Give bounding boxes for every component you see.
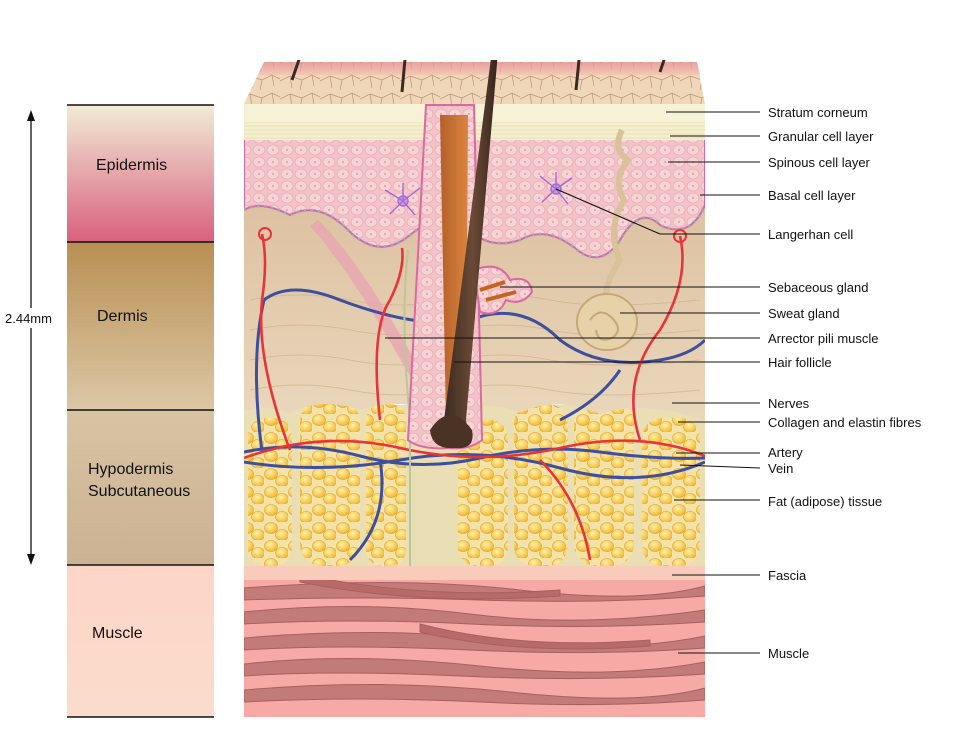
label-sweat-gland: Sweat gland — [768, 306, 840, 321]
band-dividers — [67, 104, 214, 718]
callout-labels: Stratum corneum Granular cell layer Spin… — [768, 105, 922, 661]
layer-legend: Epidermis Dermis Hypodermis Subcutaneous… — [67, 104, 214, 718]
epidermis-label: Epidermis — [96, 157, 167, 174]
dermis-band — [67, 242, 214, 410]
dermis-label: Dermis — [97, 308, 148, 325]
scale-bar: 2.44mm — [2, 110, 60, 565]
langerhans-cells — [384, 172, 573, 216]
scale-arrow-up-icon — [27, 110, 35, 121]
label-arrector-pili-muscle: Arrector pili muscle — [768, 331, 879, 346]
label-nerves: Nerves — [768, 396, 810, 411]
label-spinous-cell-layer: Spinous cell layer — [768, 155, 871, 170]
hypodermis-label: Hypodermis — [88, 461, 173, 478]
label-collagen-elastin: Collagen and elastin fibres — [768, 415, 922, 430]
label-artery: Artery — [768, 445, 803, 460]
muscle-layer-label: Muscle — [92, 625, 143, 642]
label-fascia: Fascia — [768, 568, 807, 583]
label-sebaceous-gland: Sebaceous gland — [768, 280, 868, 295]
arrector-pili-muscle — [310, 220, 420, 376]
label-basal-cell-layer: Basal cell layer — [768, 188, 856, 203]
epidermis-band — [67, 105, 214, 242]
label-granular-cell-layer: Granular cell layer — [768, 129, 874, 144]
subcutaneous-label: Subcutaneous — [88, 483, 190, 500]
muscle-fibres — [244, 573, 705, 706]
fascia — [244, 566, 705, 580]
scale-arrow-down-icon — [27, 554, 35, 565]
label-hair-follicle: Hair follicle — [768, 355, 832, 370]
surface-hairs — [290, 60, 666, 93]
label-stratum-corneum: Stratum corneum — [768, 105, 868, 120]
artery-network — [244, 227, 705, 561]
muscle-band — [67, 565, 214, 717]
basal-cell-layer — [244, 204, 705, 259]
label-muscle: Muscle — [768, 646, 809, 661]
hair-bulb — [430, 415, 473, 449]
callout-lines — [385, 111, 761, 654]
label-langerhan-cell: Langerhan cell — [768, 227, 853, 242]
hair-shaft — [443, 60, 498, 446]
skin-block — [244, 60, 705, 717]
sweat-gland-coil — [576, 293, 638, 351]
sweat-duct — [602, 128, 633, 312]
scale-label: 2.44mm — [5, 311, 52, 326]
sebaceous-gland — [472, 265, 534, 315]
label-vein: Vein — [768, 461, 793, 476]
label-fat-tissue: Fat (adipose) tissue — [768, 494, 882, 509]
hypodermis-band — [67, 410, 214, 565]
